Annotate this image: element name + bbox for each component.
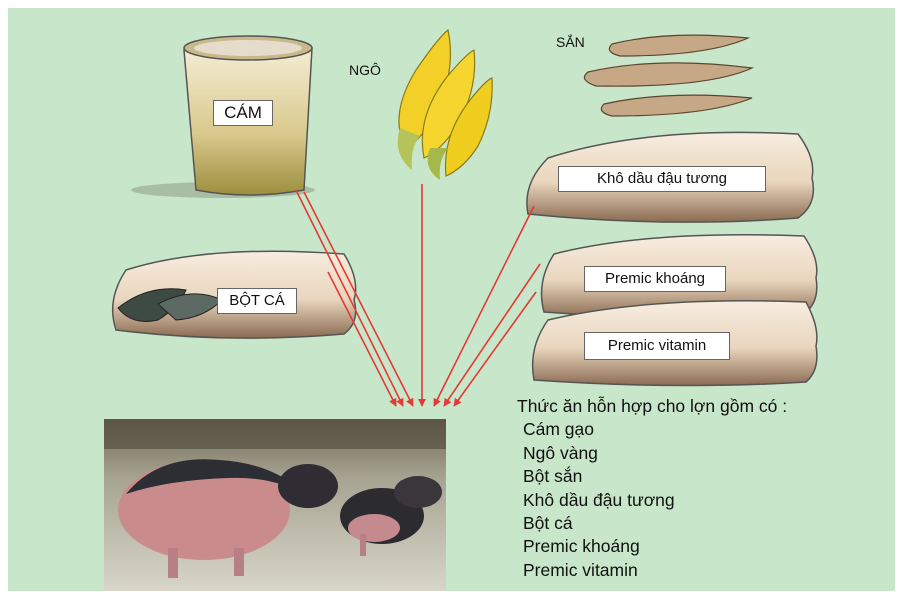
cassava-label: SẮN — [556, 34, 585, 50]
summary-item: Bột sắn — [517, 465, 787, 488]
feed-summary: Thức ăn hỗn hợp cho lợn gồm có : Cám gạo… — [517, 395, 787, 582]
summary-item: Khô dầu đậu tương — [517, 489, 787, 512]
corn-label: NGÔ — [349, 62, 381, 78]
soybean-meal-label: Khô dầu đậu tương — [558, 166, 766, 192]
fish-meal-label: BỘT CÁ — [217, 288, 297, 314]
summary-item: Cám gạo — [517, 418, 787, 441]
summary-item: Bột cá — [517, 512, 787, 535]
summary-item: Ngô vàng — [517, 442, 787, 465]
bran-label: CÁM — [213, 100, 273, 126]
premix-mineral-label: Premic khoáng — [584, 266, 726, 292]
summary-item: Premic khoáng — [517, 535, 787, 558]
premix-vitamin-label: Premic vitamin — [584, 332, 730, 360]
pigs-eating-photo — [104, 419, 446, 591]
summary-item: Premic vitamin — [517, 559, 787, 582]
summary-heading: Thức ăn hỗn hợp cho lợn gồm có : — [517, 395, 787, 418]
